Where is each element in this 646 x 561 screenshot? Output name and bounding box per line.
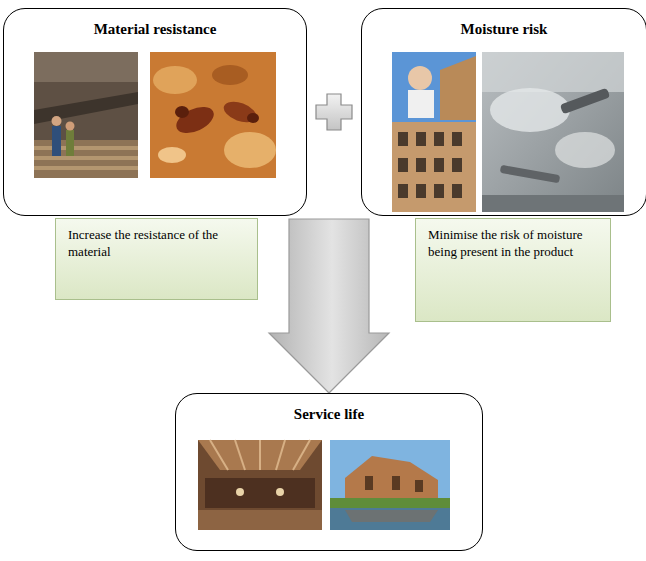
note-box: Minimise the risk of moisture being pres… [415, 218, 611, 322]
block-arrow [269, 219, 329, 393]
panel-title: Moisture risk [362, 9, 646, 38]
note-text: Minimise the risk of moisture being pres… [428, 227, 598, 261]
arrow-outline [269, 219, 329, 393]
note-text: Increase the resistance of the material [68, 227, 245, 261]
panel-box: Service life [175, 393, 483, 551]
arrow-outline [329, 219, 389, 393]
arrow-body [329, 219, 389, 393]
facade-photo [392, 52, 476, 212]
arrow-body [269, 219, 329, 393]
interior-photo [198, 440, 322, 530]
building-photo [330, 440, 450, 530]
factory-photo [34, 52, 138, 178]
panel-title: Material resistance [4, 9, 306, 38]
note-box: Increase the resistance of the material [55, 218, 258, 300]
block-arrow [329, 219, 389, 393]
plus-sign [316, 94, 352, 130]
panel-title: Service life [176, 394, 482, 423]
spray-photo [482, 52, 624, 212]
panel-box: Material resistance [3, 8, 307, 216]
insect-photo [150, 52, 276, 178]
panel-box: Moisture risk [361, 8, 646, 216]
